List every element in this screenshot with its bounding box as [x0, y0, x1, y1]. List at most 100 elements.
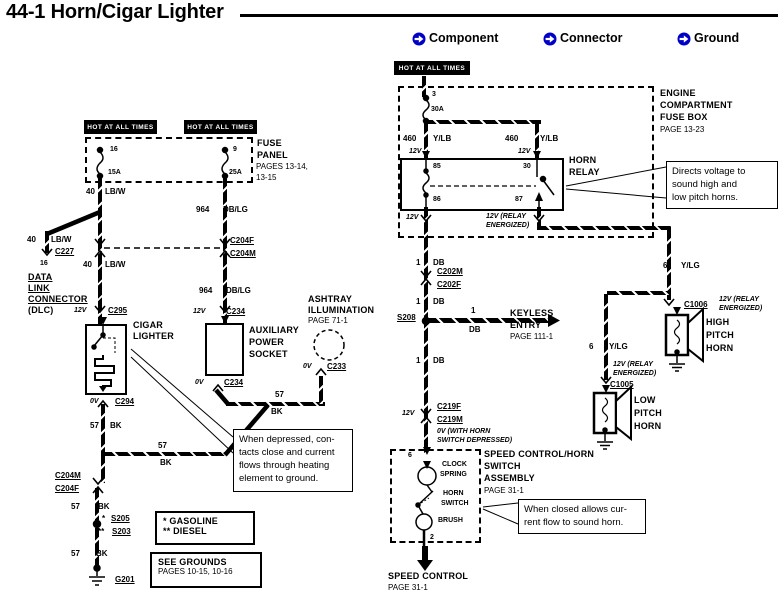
dlc-label-4: (DLC) [28, 305, 54, 315]
relay-coil [422, 172, 430, 194]
splice-s203[interactable]: S203 [112, 527, 131, 536]
relay-pin-30: 30 [523, 163, 531, 170]
wire-label-1-c: 1 [416, 356, 421, 365]
wire-horn-feed-right [537, 226, 671, 230]
splice-s203-prefix: ** [98, 527, 105, 536]
volt-12v-c234: 12V [193, 308, 206, 315]
wire-label-db-a: DB [433, 258, 445, 267]
wire-57-bk-bus-lower [103, 452, 225, 456]
connector-c219m[interactable]: C219M [437, 415, 463, 424]
wire-40-lbw-dlc-branch [45, 231, 49, 253]
horn-relay-internals [422, 159, 555, 207]
wire-label-1-b: 1 [416, 297, 421, 306]
c233-chevron [315, 367, 327, 376]
speed-asm-label-2: SWITCH [484, 461, 521, 471]
low-horn-label-1: LOW [634, 395, 656, 405]
relay-85-entry-arrow [422, 151, 430, 159]
ground-link-icon[interactable] [677, 32, 691, 46]
horn-switch-label-2: SWITCH [441, 500, 469, 507]
connector-c233[interactable]: C233 [327, 362, 347, 371]
wire-label-ylb-l: Y/LB [433, 134, 452, 143]
cigar-note-box: When depressed, con- tacts close and cur… [233, 429, 353, 492]
wire-label-dblg-b: DB/LG [226, 286, 251, 295]
connector-symbols [41, 214, 675, 494]
c1006-chevron [663, 298, 675, 307]
c204m-lower-chevron [92, 477, 104, 486]
connector-c234-bottom[interactable]: C234 [224, 378, 244, 387]
relay-note-box: Directs voltage to sound high and low pi… [666, 161, 778, 209]
wire-460-top [424, 120, 541, 124]
speed-asm-label-1: SPEED CONTROL/HORN [484, 449, 595, 459]
keyless-label-2: ENTRY [510, 320, 542, 330]
connector-c219f[interactable]: C219F [437, 402, 462, 411]
relay-pin-87: 87 [515, 196, 523, 203]
wire-1-db-keyless-branch [428, 318, 548, 323]
connector-c234-top[interactable]: C234 [226, 307, 246, 316]
connector-c204m-lower[interactable]: C204M [55, 471, 81, 480]
connector-c204f-lower[interactable]: C204F [55, 484, 80, 493]
wire-57-bk-bus-upper [226, 402, 325, 406]
wire-label-lbw: LB/W [105, 187, 126, 196]
c295-chevron [94, 305, 106, 314]
component-link-icon[interactable] [412, 32, 426, 46]
aux-entry-arrow [221, 316, 229, 324]
connector-c202f[interactable]: C202F [437, 280, 462, 289]
speed-control-label: SPEED CONTROL [388, 571, 469, 581]
volt-relay-energized-high-1: 12V (RELAY [719, 296, 759, 303]
connector-c204m[interactable]: C204M [230, 249, 256, 258]
speed-asm-page: PAGE 31-1 [484, 486, 524, 495]
aux-power-socket-box [205, 323, 244, 376]
horn-switch-blade [418, 490, 434, 505]
legend-ground[interactable]: Ground [694, 31, 740, 45]
wire-horn-feed-drop [537, 207, 541, 228]
wire-6-ylg-branch [607, 291, 671, 295]
dlc-label-3[interactable]: CONNECTOR [28, 294, 88, 304]
volt-0v-c294: 0V [90, 398, 99, 405]
dlc-label-2[interactable]: LINK [28, 283, 50, 293]
legend-component[interactable]: Component [429, 31, 499, 45]
wire-label-ylb-r: Y/LB [540, 134, 559, 143]
cigar-lighter-label-1: CIGAR [133, 320, 163, 330]
connector-c294[interactable]: C294 [115, 397, 135, 406]
connector-link-icon[interactable] [543, 32, 557, 46]
see-grounds-pages: PAGES 10-15, 10-16 [158, 567, 233, 576]
fuse-9-symbol [221, 146, 229, 180]
volt-12v-c295: 12V [74, 307, 87, 314]
connector-c227[interactable]: C227 [55, 247, 75, 256]
horn-relay-label-1: HORN [569, 155, 597, 165]
wire-label-57-c: 57 [158, 441, 167, 450]
c1005-chevron [600, 376, 612, 385]
wire-label-bk-b: BK [271, 407, 283, 416]
connector-c202m[interactable]: C202M [437, 267, 463, 276]
volt-relay-energized-1: 12V (RELAY [486, 213, 526, 220]
relay-contact-blade [542, 179, 555, 196]
splice-s208[interactable]: S208 [397, 313, 416, 322]
connector-c1006[interactable]: C1006 [684, 300, 708, 309]
connector-c295[interactable]: C295 [108, 306, 128, 315]
fuse-panel-pages-2: 13-15 [256, 173, 277, 182]
high-pitch-horn-symbol [664, 306, 704, 372]
page-title: 44-1 Horn/Cigar Lighter [6, 1, 224, 23]
ground-g201[interactable]: G201 [115, 575, 135, 584]
dlc-label-1[interactable]: DATA [28, 272, 53, 282]
wire-57-bk-to-c204 [101, 454, 105, 483]
g201-ground-symbol [89, 564, 105, 586]
volt-horn-depressed-2: SWITCH DEPRESSED) [437, 437, 513, 444]
legend-connector[interactable]: Connector [560, 31, 623, 45]
high-horn-label-2: PITCH [706, 330, 734, 340]
volt-12v-relay-out: 12V [406, 214, 419, 221]
clock-spring-entry-arrow [423, 461, 431, 469]
connector-c204f[interactable]: C204F [230, 236, 255, 245]
wire-label-57-e: 57 [71, 549, 80, 558]
horn-switch-label-1: HORN [443, 490, 464, 497]
horn-relay-label-2: RELAY [569, 167, 600, 177]
wire-label-bk-c: BK [160, 458, 172, 467]
fuse-16-symbol [96, 146, 104, 180]
connector-c1005[interactable]: C1005 [610, 380, 634, 389]
fuel-gasoline: * GASOLINE [163, 516, 219, 526]
fuel-diesel: ** DIESEL [163, 526, 207, 536]
wire-label-lbw-b: LB/W [105, 260, 126, 269]
splice-s205[interactable]: S205 [111, 514, 130, 523]
clock-spring-label-2: SPRING [440, 471, 467, 478]
